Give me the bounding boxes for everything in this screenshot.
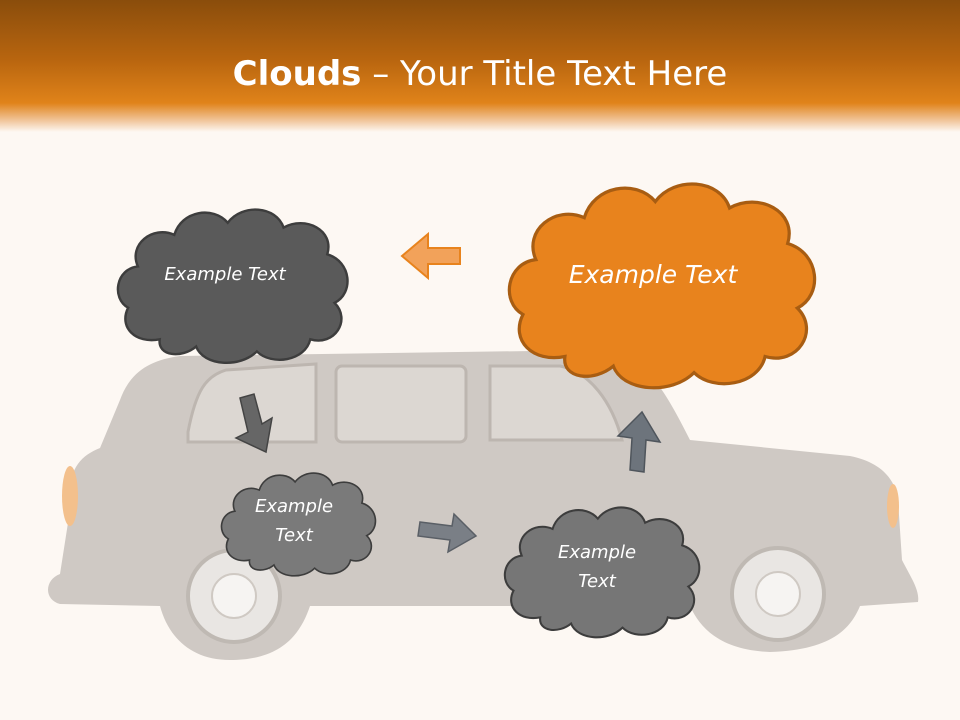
header-banner <box>0 0 960 132</box>
cloud-middle-left-line2: Text <box>275 525 313 546</box>
cloud-middle-left-line1: Example <box>254 496 334 517</box>
cloud-top-left-text: Example Text <box>164 264 286 285</box>
cloud-bottom-right-line1: Example <box>557 542 637 563</box>
title-bold: Clouds <box>232 54 362 94</box>
cloud-middle-left-text: Example Text <box>228 492 360 550</box>
cloud-bottom-right-text: Example Text <box>526 538 668 596</box>
cloud-top-right-text: Example Text <box>568 260 738 289</box>
title-dash: – <box>361 54 401 94</box>
slide-title: Clouds – Your Title Text Here <box>0 52 960 96</box>
arrow-right-icon <box>417 512 478 554</box>
cloud-bottom-right-line2: Text <box>578 571 616 592</box>
arrow-left-icon <box>400 231 461 281</box>
title-rest: Your Title Text Here <box>400 54 728 94</box>
taxi-car-icon <box>48 350 919 660</box>
arrow-down-right-icon <box>234 393 274 454</box>
arrow-up-icon <box>616 410 662 473</box>
